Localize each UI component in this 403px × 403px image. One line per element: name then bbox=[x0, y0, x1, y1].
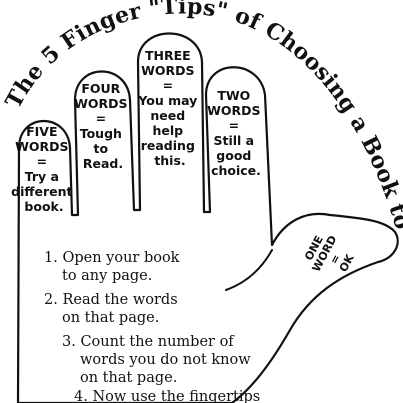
middle-line: = bbox=[163, 78, 173, 93]
ring-line: WORDS bbox=[74, 96, 127, 111]
thumb-crease bbox=[225, 249, 273, 291]
ring-line: to bbox=[94, 141, 109, 156]
pinky-line: Try a bbox=[25, 169, 59, 184]
middle-line: You may bbox=[137, 93, 197, 108]
pinky-line: FIVE bbox=[26, 124, 57, 139]
svg-text:FIVE WORDS =: FIVE WORDS = Try a different book. bbox=[11, 124, 77, 214]
index-line: WORDS bbox=[207, 103, 260, 118]
pinky-finger-label: FIVE WORDS = Try a different book. bbox=[11, 124, 77, 214]
ring-line: FOUR bbox=[81, 81, 120, 96]
index-finger-label: TWO WORDS = Still a good choice. bbox=[207, 88, 265, 178]
svg-text:THREE WORDS =: THREE WORDS = You may need help reading … bbox=[137, 48, 201, 168]
pinky-line: = bbox=[37, 154, 47, 169]
middle-line: need bbox=[150, 108, 185, 123]
index-line: good bbox=[216, 148, 251, 163]
svg-text:TWO WORDS =: TWO WORDS = Still a good choice. bbox=[207, 88, 265, 178]
middle-line: WORDS bbox=[141, 63, 194, 78]
pinky-line: WORDS bbox=[15, 139, 68, 154]
middle-line: THREE bbox=[145, 48, 191, 63]
middle-finger-label: THREE WORDS = You may need help reading … bbox=[137, 48, 201, 168]
step-4: 4. Now use the fingertips bbox=[74, 389, 260, 403]
svg-text:FOUR WORDS =: FOUR WORDS = Tough to Read. bbox=[74, 81, 132, 171]
step-2: 2. Read the words on that page. bbox=[44, 292, 182, 326]
index-line: choice. bbox=[211, 163, 261, 178]
step-1: 1. Open your book to any page. bbox=[44, 250, 184, 284]
middle-line: reading bbox=[141, 138, 195, 153]
index-line: = bbox=[229, 118, 239, 133]
index-line: TWO bbox=[217, 88, 250, 103]
ring-line: Read. bbox=[83, 156, 123, 171]
step-3: 3. Count the number of words you do not … bbox=[62, 334, 255, 386]
steps-list: 1. Open your book to any page. 2. Read t… bbox=[44, 250, 260, 403]
hand-outline bbox=[16, 32, 399, 403]
ring-finger-label: FOUR WORDS = Tough to Read. bbox=[74, 81, 132, 171]
middle-line: this. bbox=[154, 153, 185, 168]
ring-line: = bbox=[96, 111, 106, 126]
middle-line: help bbox=[153, 123, 184, 138]
pinky-line: different bbox=[11, 184, 72, 199]
index-line: Still a bbox=[214, 133, 255, 148]
pinky-line: book. bbox=[24, 199, 63, 214]
ring-line: Tough bbox=[80, 126, 122, 141]
